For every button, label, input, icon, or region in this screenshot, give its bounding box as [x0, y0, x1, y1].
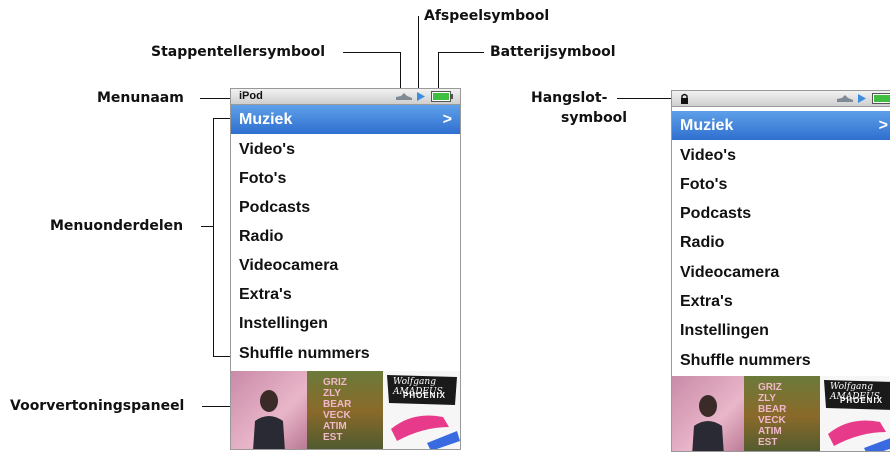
menu-items-leader — [201, 226, 213, 227]
menu-item-extras[interactable]: Extra's — [672, 287, 890, 316]
album-cover: GRIZ ZLY BEAR VECK ATIM EST — [307, 371, 383, 450]
menu-item-extras[interactable]: Extra's — [231, 280, 460, 309]
preview-panel: GRIZ ZLY BEAR VECK ATIM EST Wolfgang AMA… — [672, 376, 890, 452]
battery-leader-v — [438, 52, 439, 88]
battery-icon-callout: Batterijsymbool — [490, 44, 616, 60]
menu-item-label: Shuffle nummers — [680, 352, 811, 369]
menu-name-leader — [200, 98, 230, 99]
lock-icon-callout-line1: Hangslot- — [531, 90, 607, 106]
play-icon-callout: Afspeelsymbool — [424, 8, 549, 24]
step-leader-v — [400, 52, 401, 88]
album-cover — [231, 371, 307, 450]
menu-item-videocamera[interactable]: Videocamera — [672, 258, 890, 287]
menu-item-label: Foto's — [680, 176, 727, 193]
menu-item-label: Video's — [680, 147, 736, 164]
menu-item-podcasts[interactable]: Podcasts — [231, 193, 460, 222]
menu-item-label: Videocamera — [239, 257, 338, 274]
step-counter-icon-callout: Stappentellersymbool — [151, 44, 325, 60]
album-cover: GRIZ ZLY BEAR VECK ATIM EST — [744, 376, 820, 452]
battery-icon — [872, 93, 890, 104]
menu-items-bracket-v — [213, 118, 214, 356]
menu-item-label: Extra's — [239, 286, 292, 303]
menu-item-fotos[interactable]: Foto's — [231, 164, 460, 193]
lock-icon — [680, 93, 689, 104]
person-photo-icon — [672, 376, 744, 452]
album-cover-text: GRIZ ZLY BEAR VECK ATIM EST — [758, 382, 788, 448]
menu-item-label: Podcasts — [239, 199, 310, 216]
album-cover-bold-text: PHOENIX — [403, 391, 446, 400]
play-icon — [857, 93, 867, 104]
menu-item-label: Video's — [239, 141, 295, 158]
battery-leader-h — [438, 52, 484, 53]
album-cover: Wolfgang AMADEUS PHOENIX — [383, 371, 460, 450]
chevron-right-icon: > — [879, 111, 888, 140]
menu-item-label: Extra's — [680, 293, 733, 310]
menu-item-label: Podcasts — [680, 205, 751, 222]
lock-icon-callout-line2: symbool — [561, 110, 627, 126]
chevron-right-icon: > — [443, 105, 452, 134]
menu-item-radio[interactable]: Radio — [231, 222, 460, 251]
preview-panel-callout: Voorvertoningspaneel — [10, 398, 184, 414]
menu-name-callout: Menunaam — [97, 90, 184, 106]
person-photo-icon — [231, 371, 307, 450]
menu-item-videocamera[interactable]: Videocamera — [231, 251, 460, 280]
step-leader-h — [343, 52, 400, 53]
menu-item-label: Muziek — [680, 117, 733, 134]
step-counter-icon — [836, 94, 854, 104]
menu-title: iPod — [239, 89, 263, 104]
step-counter-icon — [395, 92, 413, 102]
play-icon — [416, 91, 426, 102]
preview-leader — [202, 406, 230, 407]
menu-item-muziek[interactable]: Muziek > — [231, 105, 460, 134]
menu-item-label: Instellingen — [239, 315, 328, 332]
menu-item-label: Radio — [239, 228, 283, 245]
menu-item-videos[interactable]: Video's — [231, 135, 460, 164]
ipod-screen-left: iPod Muziek > Video's Foto's Podcasts Ra… — [230, 88, 461, 450]
menu-item-label: Shuffle nummers — [239, 345, 370, 362]
ipod-screen-right: Muziek > Video's Foto's Podcasts Radio V… — [671, 90, 890, 452]
status-bar: iPod — [231, 89, 460, 105]
album-cover — [672, 376, 744, 452]
menu-items-callout: Menuonderdelen — [50, 218, 183, 234]
menu-item-podcasts[interactable]: Podcasts — [672, 199, 890, 228]
battery-icon — [431, 91, 453, 102]
menu-item-instellingen[interactable]: Instellingen — [672, 316, 890, 345]
menu-item-videos[interactable]: Video's — [672, 141, 890, 170]
preview-panel: GRIZ ZLY BEAR VECK ATIM EST Wolfgang AMA… — [231, 371, 460, 450]
lock-leader — [617, 98, 671, 99]
menu-item-label: Radio — [680, 234, 724, 251]
album-cover-bold-text: PHOENIX — [840, 396, 883, 405]
status-bar — [672, 91, 890, 107]
album-cover-text: GRIZ ZLY BEAR VECK ATIM EST — [323, 377, 353, 443]
menu-item-shuffle-nummers[interactable]: Shuffle nummers — [231, 339, 460, 368]
menu-item-fotos[interactable]: Foto's — [672, 170, 890, 199]
album-cover: Wolfgang AMADEUS PHOENIX — [820, 376, 890, 452]
menu-item-instellingen[interactable]: Instellingen — [231, 309, 460, 338]
menu-item-radio[interactable]: Radio — [672, 228, 890, 257]
menu-item-label: Muziek — [239, 111, 292, 128]
play-leader — [418, 16, 419, 88]
menu-item-muziek[interactable]: Muziek > — [672, 111, 890, 140]
menu-item-shuffle-nummers[interactable]: Shuffle nummers — [672, 346, 890, 375]
menu-item-label: Videocamera — [680, 264, 779, 281]
menu-item-label: Foto's — [239, 170, 286, 187]
menu-item-label: Instellingen — [680, 322, 769, 339]
